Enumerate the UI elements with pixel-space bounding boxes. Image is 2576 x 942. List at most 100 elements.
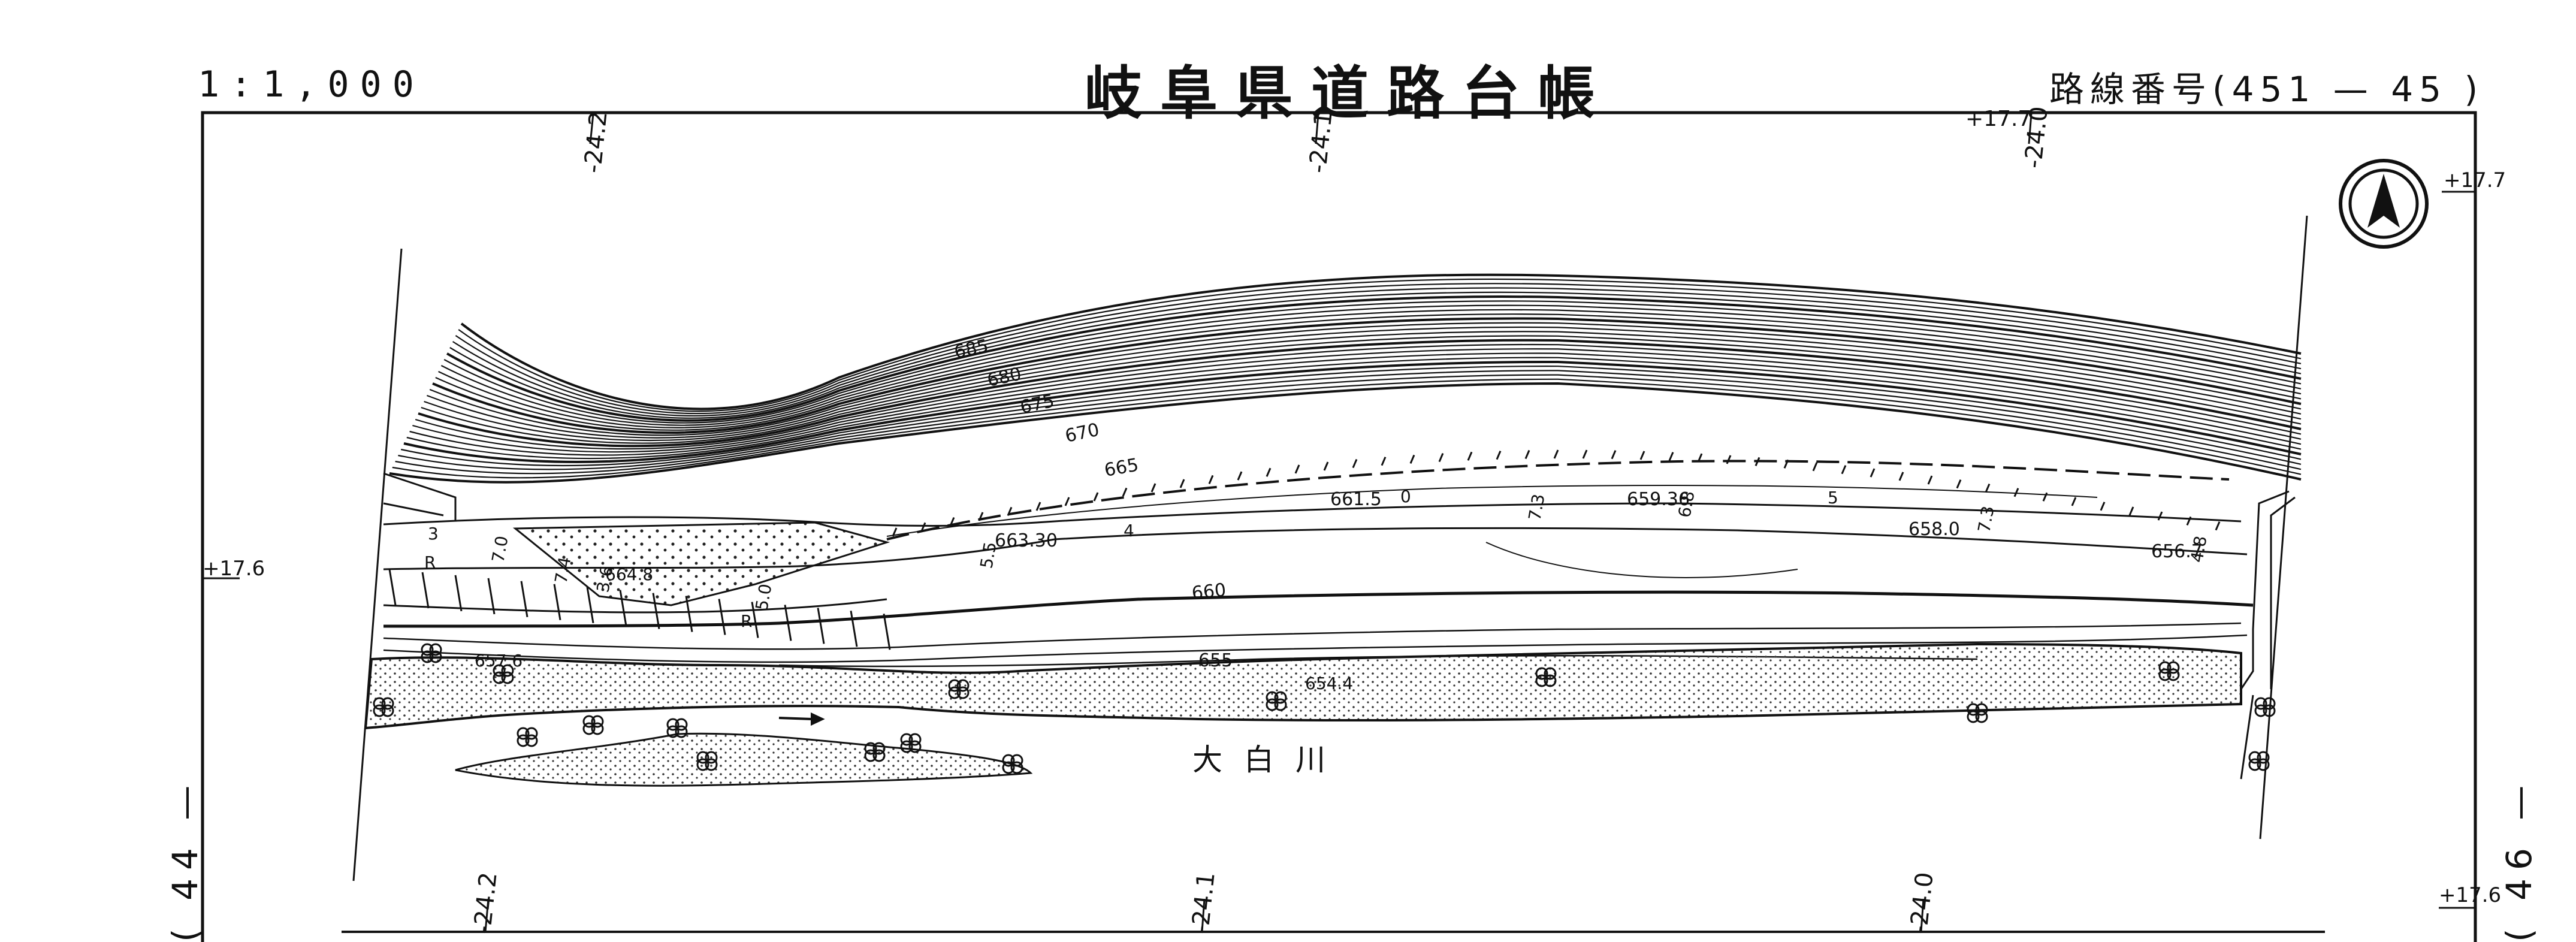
shrub bbox=[1967, 703, 1980, 716]
shrub bbox=[1002, 754, 1015, 767]
wall-post bbox=[883, 614, 891, 650]
road-width-3: 7.4 bbox=[551, 555, 575, 585]
wall-post bbox=[487, 578, 496, 615]
contour-line bbox=[421, 335, 2302, 444]
shrub bbox=[517, 727, 530, 740]
shrub bbox=[1010, 761, 1023, 774]
embankment-tick bbox=[1668, 452, 1674, 461]
shrub bbox=[948, 679, 961, 692]
shrub bbox=[525, 734, 538, 747]
contour-line bbox=[418, 339, 2302, 448]
grid-label-top-3: -24.0 bbox=[2019, 105, 2053, 170]
road-width-6: 5.5 bbox=[976, 541, 1000, 570]
embankment-tick bbox=[2071, 497, 2077, 506]
shrub bbox=[1535, 667, 1548, 680]
wall-post bbox=[586, 587, 594, 623]
route-label: 路線番号 bbox=[2049, 69, 2213, 110]
shrub bbox=[582, 722, 596, 735]
wall-post bbox=[553, 584, 561, 620]
grid-label-right-top: +17.7 bbox=[2444, 168, 2506, 192]
contour-line bbox=[452, 287, 2302, 417]
shrub bbox=[864, 749, 877, 762]
shrub bbox=[2248, 758, 2261, 771]
embankment-tick bbox=[2215, 521, 2221, 531]
wall-post bbox=[652, 593, 660, 629]
embankment-tick bbox=[1064, 497, 1070, 506]
shrub bbox=[429, 643, 442, 656]
shrub bbox=[582, 715, 596, 728]
embankment-tick bbox=[1582, 449, 1588, 459]
shrub bbox=[908, 740, 922, 753]
contour-line bbox=[409, 352, 2302, 456]
contour-line bbox=[435, 313, 2302, 431]
embankment-tick bbox=[1496, 451, 1502, 460]
embankment-tick bbox=[1841, 465, 1847, 475]
shrub bbox=[1535, 674, 1548, 687]
embankment-ticks bbox=[892, 449, 2221, 537]
shrub bbox=[872, 749, 886, 762]
shrub bbox=[696, 751, 709, 764]
north-arrow bbox=[2339, 159, 2429, 249]
shrub bbox=[696, 758, 709, 771]
grid-label-bottom-3: -24.0 bbox=[1905, 871, 1939, 935]
right-structure bbox=[2240, 490, 2296, 780]
embankment-tick bbox=[1208, 475, 1214, 484]
embankment-tick bbox=[1179, 479, 1185, 488]
river-bank bbox=[364, 642, 2242, 730]
shrub bbox=[493, 664, 506, 677]
contour-line bbox=[440, 304, 2302, 426]
road-width-1: 3 bbox=[428, 524, 439, 544]
embankment-tick bbox=[1985, 483, 1991, 493]
embankment-tick bbox=[1812, 462, 1818, 472]
grid-ticks bbox=[203, 113, 2475, 932]
wall-post bbox=[388, 569, 397, 606]
contour-line bbox=[412, 348, 2302, 453]
contour-line bbox=[403, 360, 2302, 463]
shrub bbox=[1975, 710, 1988, 723]
road-mark-r1: R bbox=[424, 552, 436, 572]
shrub bbox=[2158, 661, 2172, 674]
contour-label-665: 665 bbox=[1103, 454, 1140, 481]
embankment-tick bbox=[1409, 454, 1415, 464]
slope-area bbox=[512, 521, 890, 606]
embankment-tick bbox=[1697, 453, 1703, 463]
road-width-7: 4 bbox=[1124, 521, 1134, 541]
shrub bbox=[381, 704, 394, 717]
wall-post bbox=[817, 608, 825, 644]
shrub bbox=[1274, 691, 1287, 704]
contour-line bbox=[395, 374, 2302, 475]
contour-line bbox=[429, 322, 2302, 436]
shrub bbox=[2167, 661, 2180, 674]
embankment-tick bbox=[1553, 449, 1559, 459]
grid-label-top-4: +17.7 bbox=[1965, 107, 2031, 131]
contour-line bbox=[432, 317, 2302, 434]
shrub bbox=[2158, 668, 2172, 681]
embankment-tick bbox=[1467, 451, 1473, 461]
road-mark-r2: R bbox=[741, 611, 752, 631]
side-label-right: ( 46 — bbox=[2499, 777, 2539, 942]
shrub bbox=[675, 725, 688, 738]
contour-line bbox=[415, 343, 2302, 450]
shrub bbox=[501, 664, 514, 677]
shrub bbox=[421, 643, 434, 656]
shrub bbox=[1544, 667, 1557, 680]
contour-line bbox=[455, 283, 2302, 415]
map-scale: 1:1,000 bbox=[198, 64, 425, 105]
shrub bbox=[1274, 698, 1287, 711]
embankment-tick bbox=[1323, 461, 1329, 471]
embankment-tick bbox=[1898, 472, 1904, 481]
shrub bbox=[864, 742, 877, 755]
shrub bbox=[948, 686, 961, 699]
embankment-tick bbox=[2100, 502, 2106, 511]
spot-height-5: 656.7 bbox=[2151, 541, 2203, 562]
embankment-tick bbox=[2042, 492, 2048, 502]
shrub bbox=[591, 722, 604, 735]
spot-height-7: 657.6 bbox=[475, 651, 523, 671]
road-width-8: 7.3 bbox=[1524, 493, 1548, 523]
embankment-tick bbox=[2128, 506, 2134, 516]
embankment-tick bbox=[1093, 492, 1099, 502]
spot-height-8: 654.4 bbox=[1305, 674, 1353, 693]
road-width-5: 5.0 bbox=[751, 582, 775, 612]
contour-line bbox=[398, 370, 2302, 470]
